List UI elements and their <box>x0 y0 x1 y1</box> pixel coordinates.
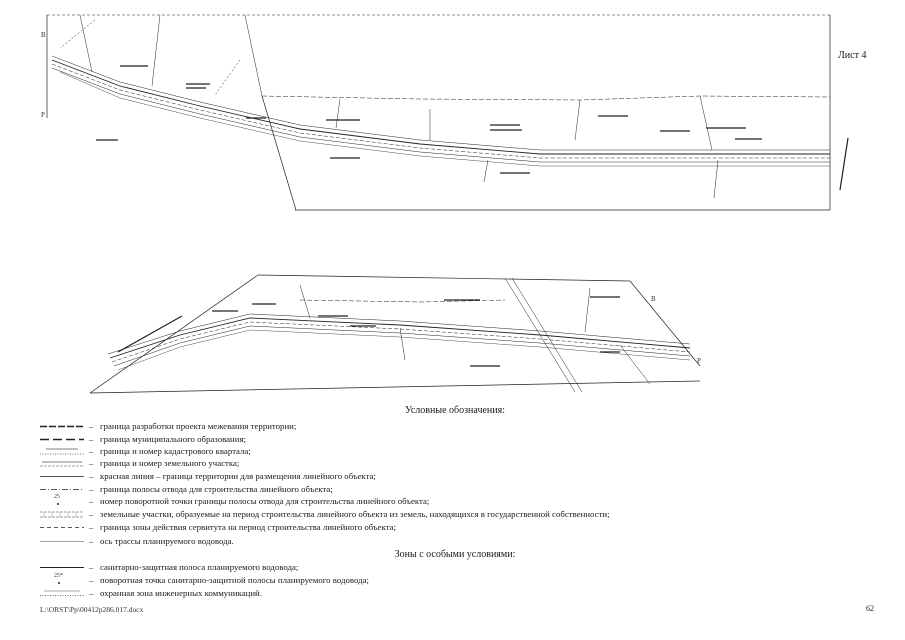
legend-dash: – <box>89 421 94 431</box>
map-bottom-label-marks <box>117 296 620 367</box>
footer-file-path: L:\ORST\Pp\00412p286.017.docx <box>40 605 144 614</box>
line-symbol-pipeline-axis <box>40 537 84 546</box>
line-symbol-state-land-plots <box>40 510 84 519</box>
zone-row-sanitary-turn-point: 25* – поворотная точка санитарно-защитно… <box>40 573 900 586</box>
map-bottom-frame <box>89 274 701 394</box>
legend-text: земельные участки, образуемые на период … <box>100 509 610 519</box>
legend-text: граница муниципального образования; <box>100 434 246 444</box>
legend-text: граница разработки проекта межевания тер… <box>100 421 297 431</box>
map-bottom-marker-south: Р <box>697 357 701 365</box>
sheet-label: Лист 4 <box>838 50 867 61</box>
legend-dash: – <box>89 458 94 468</box>
legend-text: граница и номер земельного участка; <box>100 458 240 468</box>
zone-text: поворотная точка санитарно-защитной поло… <box>100 575 369 585</box>
zone-row-sanitary-strip: – санитарно-защитная полоса планируемого… <box>40 562 900 573</box>
line-symbol-land-plot <box>40 459 84 468</box>
map-top-road-corridor <box>51 55 830 167</box>
zones-title: Зоны с особыми условиями: <box>394 549 516 560</box>
legend-dash: – <box>89 588 94 598</box>
legend-row-project-boundary: – граница разработки проекта межевания т… <box>40 421 900 432</box>
map-top-label-marks <box>96 65 849 191</box>
map-top-parcel-boundaries <box>59 14 831 199</box>
map-top-marker-south: Р <box>41 111 45 119</box>
line-symbol-servitude-boundary <box>40 523 84 532</box>
map-bottom <box>89 274 701 394</box>
legend-row-state-land-plots: – земельные участки, образуемые на перио… <box>40 509 900 520</box>
legend-dash: – <box>89 509 94 519</box>
legend-row-pipeline-axis: – ось трассы планируемого водовода. <box>40 536 900 547</box>
map-bottom-parcel-boundaries <box>299 277 651 393</box>
legend-text: граница полосы отвода для строительства … <box>100 484 333 494</box>
legend-title: Условные обозначения: <box>404 405 505 416</box>
sanitary-turn-point-number: 25* <box>54 573 63 579</box>
line-symbol-municipal-boundary <box>40 435 84 444</box>
map-top <box>46 14 849 211</box>
zone-row-protection-zone: – охранная зона инженерных коммуникаций. <box>40 588 900 599</box>
legend-text: ось трассы планируемого водовода. <box>100 536 234 546</box>
legend-row-municipal-boundary: – граница муниципального образования; <box>40 434 900 445</box>
zone-text: охранная зона инженерных коммуникаций. <box>100 588 262 598</box>
map-bottom-road-corridor <box>107 313 691 371</box>
legend-row-red-line: – красная линия – граница территории для… <box>40 471 900 482</box>
legend-dash: – <box>89 536 94 546</box>
line-symbol-project-boundary <box>40 422 84 431</box>
legend-dash: – <box>89 575 94 585</box>
line-symbol-turn-point: 25 <box>40 494 84 506</box>
legend-row-servitude-boundary: – граница зоны действия сервитута на пер… <box>40 522 900 533</box>
legend-text: номер поворотной точки границы полосы от… <box>100 496 430 506</box>
line-symbol-cadastral-quarter <box>40 447 84 456</box>
line-symbol-protection-zone <box>40 589 84 598</box>
legend-dash: – <box>89 562 94 572</box>
legend-text: красная линия – граница территории для р… <box>100 471 376 481</box>
page-number: 62 <box>866 604 874 613</box>
legend-text: граница зоны действия сервитута на перио… <box>100 522 396 532</box>
zone-text: санитарно-защитная полоса планируемого в… <box>100 562 299 572</box>
legend-dash: – <box>89 471 94 481</box>
legend-dash: – <box>89 434 94 444</box>
legend-text: граница и номер кадастрового квартала; <box>100 446 251 456</box>
legend-dash: – <box>89 496 94 506</box>
legend-row-allotment-boundary: – граница полосы отвода для строительств… <box>40 484 900 495</box>
legend-row-turn-point: 25 – номер поворотной точки границы поло… <box>40 494 900 507</box>
legend-row-cadastral-quarter: – граница и номер кадастрового квартала; <box>40 446 900 457</box>
turn-point-number: 25 <box>54 494 60 500</box>
line-symbol-red-line <box>40 472 84 481</box>
map-bottom-marker-north: В <box>651 295 656 303</box>
legend-dash: – <box>89 522 94 532</box>
line-symbol-sanitary-turn-point: 25* <box>40 573 84 585</box>
line-symbol-allotment-boundary <box>40 485 84 494</box>
map-top-marker-north: В <box>41 31 46 39</box>
legend-dash: – <box>89 484 94 494</box>
line-symbol-sanitary-strip <box>40 563 84 572</box>
legend-dash: – <box>89 446 94 456</box>
map-top-frame <box>46 14 831 211</box>
legend-row-land-plot: – граница и номер земельного участка; <box>40 458 900 469</box>
